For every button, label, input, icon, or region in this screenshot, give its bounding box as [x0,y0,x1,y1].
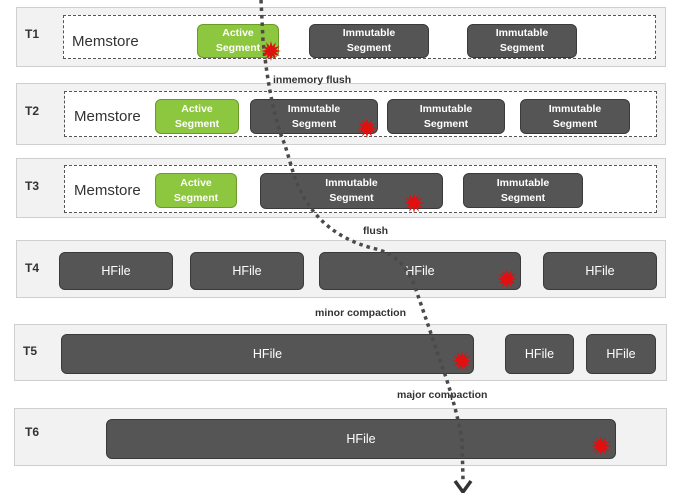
immutable-segment-line2: Segment [499,42,545,54]
row-label-t3: T3 [25,179,40,193]
immutable-segment-line1: Immutable [419,102,473,115]
immutable-segment-line2: Segment [500,191,546,204]
hfile-label: HFile [405,263,435,278]
row-label-t5: T5 [23,344,38,358]
step-label-major-compaction: major compaction [397,389,488,401]
immutable-segment-t2-b: Immutable Segment [387,99,505,134]
burst-icon [591,436,611,456]
hfile-t5-c: HFile [586,334,656,374]
burst-icon [357,118,377,138]
immutable-segment-line1: Immutable [548,102,602,115]
immutable-segment-line2: Segment [291,117,337,130]
hfile-label: HFile [252,346,283,361]
immutable-segment-t3-b: Immutable Segment [463,173,583,208]
hfile-label: HFile [232,263,262,278]
step-label-minor-compaction: minor compaction [315,307,407,319]
hfile-label: HFile [606,346,636,361]
burst-markers [261,41,611,456]
hfile-label: HFile [346,431,376,446]
active-segment-line2: Segment [215,42,261,54]
immutable-segment-line1: Immutable [287,102,341,115]
arrowhead-icon [453,479,473,493]
immutable-segment-line2: Segment [423,117,469,130]
active-segment-line2: Segment [174,117,220,130]
hfile-label: HFile [524,346,555,361]
immutable-segment-line1: Immutable [496,176,550,189]
immutable-segment-t2-a: Immutable Segment [250,99,378,134]
immutable-segment-line1: Immutable [342,27,396,39]
row-label-t6: T6 [25,425,40,439]
step-label-inmemory-flush: inmemory flush [273,74,352,86]
hfile-t5-b: HFile [505,334,574,374]
hfile-t4-d: HFile [543,252,657,290]
row-t5: T5 HFile HFile HFile [14,324,667,381]
row-t2: T2 Memstore Active Segment Immutable Seg… [16,83,666,145]
immutable-segment-line1: Immutable [325,177,378,189]
burst-icon [452,351,472,371]
immutable-segment-t1-a: Immutable Segment [309,24,429,58]
hfile-t4-b: HFile [190,252,304,290]
row-t3: T3 Memstore Active Segment Immutable Seg… [16,158,666,218]
hfile-t4-a: HFile [59,252,173,290]
immutable-segment-t2-c: Immutable Segment [520,99,630,134]
active-segment-line1: Active [181,102,213,115]
burst-icon [497,269,517,289]
active-segment-t2: Active Segment [155,99,239,134]
hfile-t5-a: HFile [61,334,474,374]
hfile-t6-a: HFile [106,419,616,459]
hfile-label: HFile [585,263,615,278]
memstore-label-t2: Memstore [74,108,141,125]
row-label-t4: T4 [25,261,40,275]
memstore-label-t1: Memstore [72,33,139,50]
memstore-label-t3: Memstore [74,182,141,199]
immutable-segment-t1-b: Immutable Segment [467,24,577,58]
row-label-t1: T1 [25,27,40,41]
active-segment-t3: Active Segment [155,173,237,208]
row-label-t2: T2 [25,104,40,118]
active-segment-t1: Active Segment [197,24,279,58]
immutable-segment-line1: Immutable [495,27,549,39]
immutable-segment-line2: Segment [552,117,598,130]
active-segment-line1: Active [222,27,254,39]
step-label-flush: flush [363,225,389,237]
immutable-segment-line2: Segment [329,192,374,204]
hfile-label: HFile [101,263,131,278]
active-segment-line2: Segment [173,191,219,204]
active-segment-line1: Active [180,176,212,189]
flow-path [259,0,465,481]
row-t4: T4 HFile HFile HFile HFile [16,240,666,298]
burst-icon [261,41,281,61]
hfile-t4-c: HFile [319,252,521,290]
immutable-segment-line2: Segment [346,42,392,54]
row-t1: T1 Memstore Active Segment Immutable Seg… [16,7,666,67]
row-t6: T6 HFile [14,408,667,466]
burst-icon [404,193,424,213]
